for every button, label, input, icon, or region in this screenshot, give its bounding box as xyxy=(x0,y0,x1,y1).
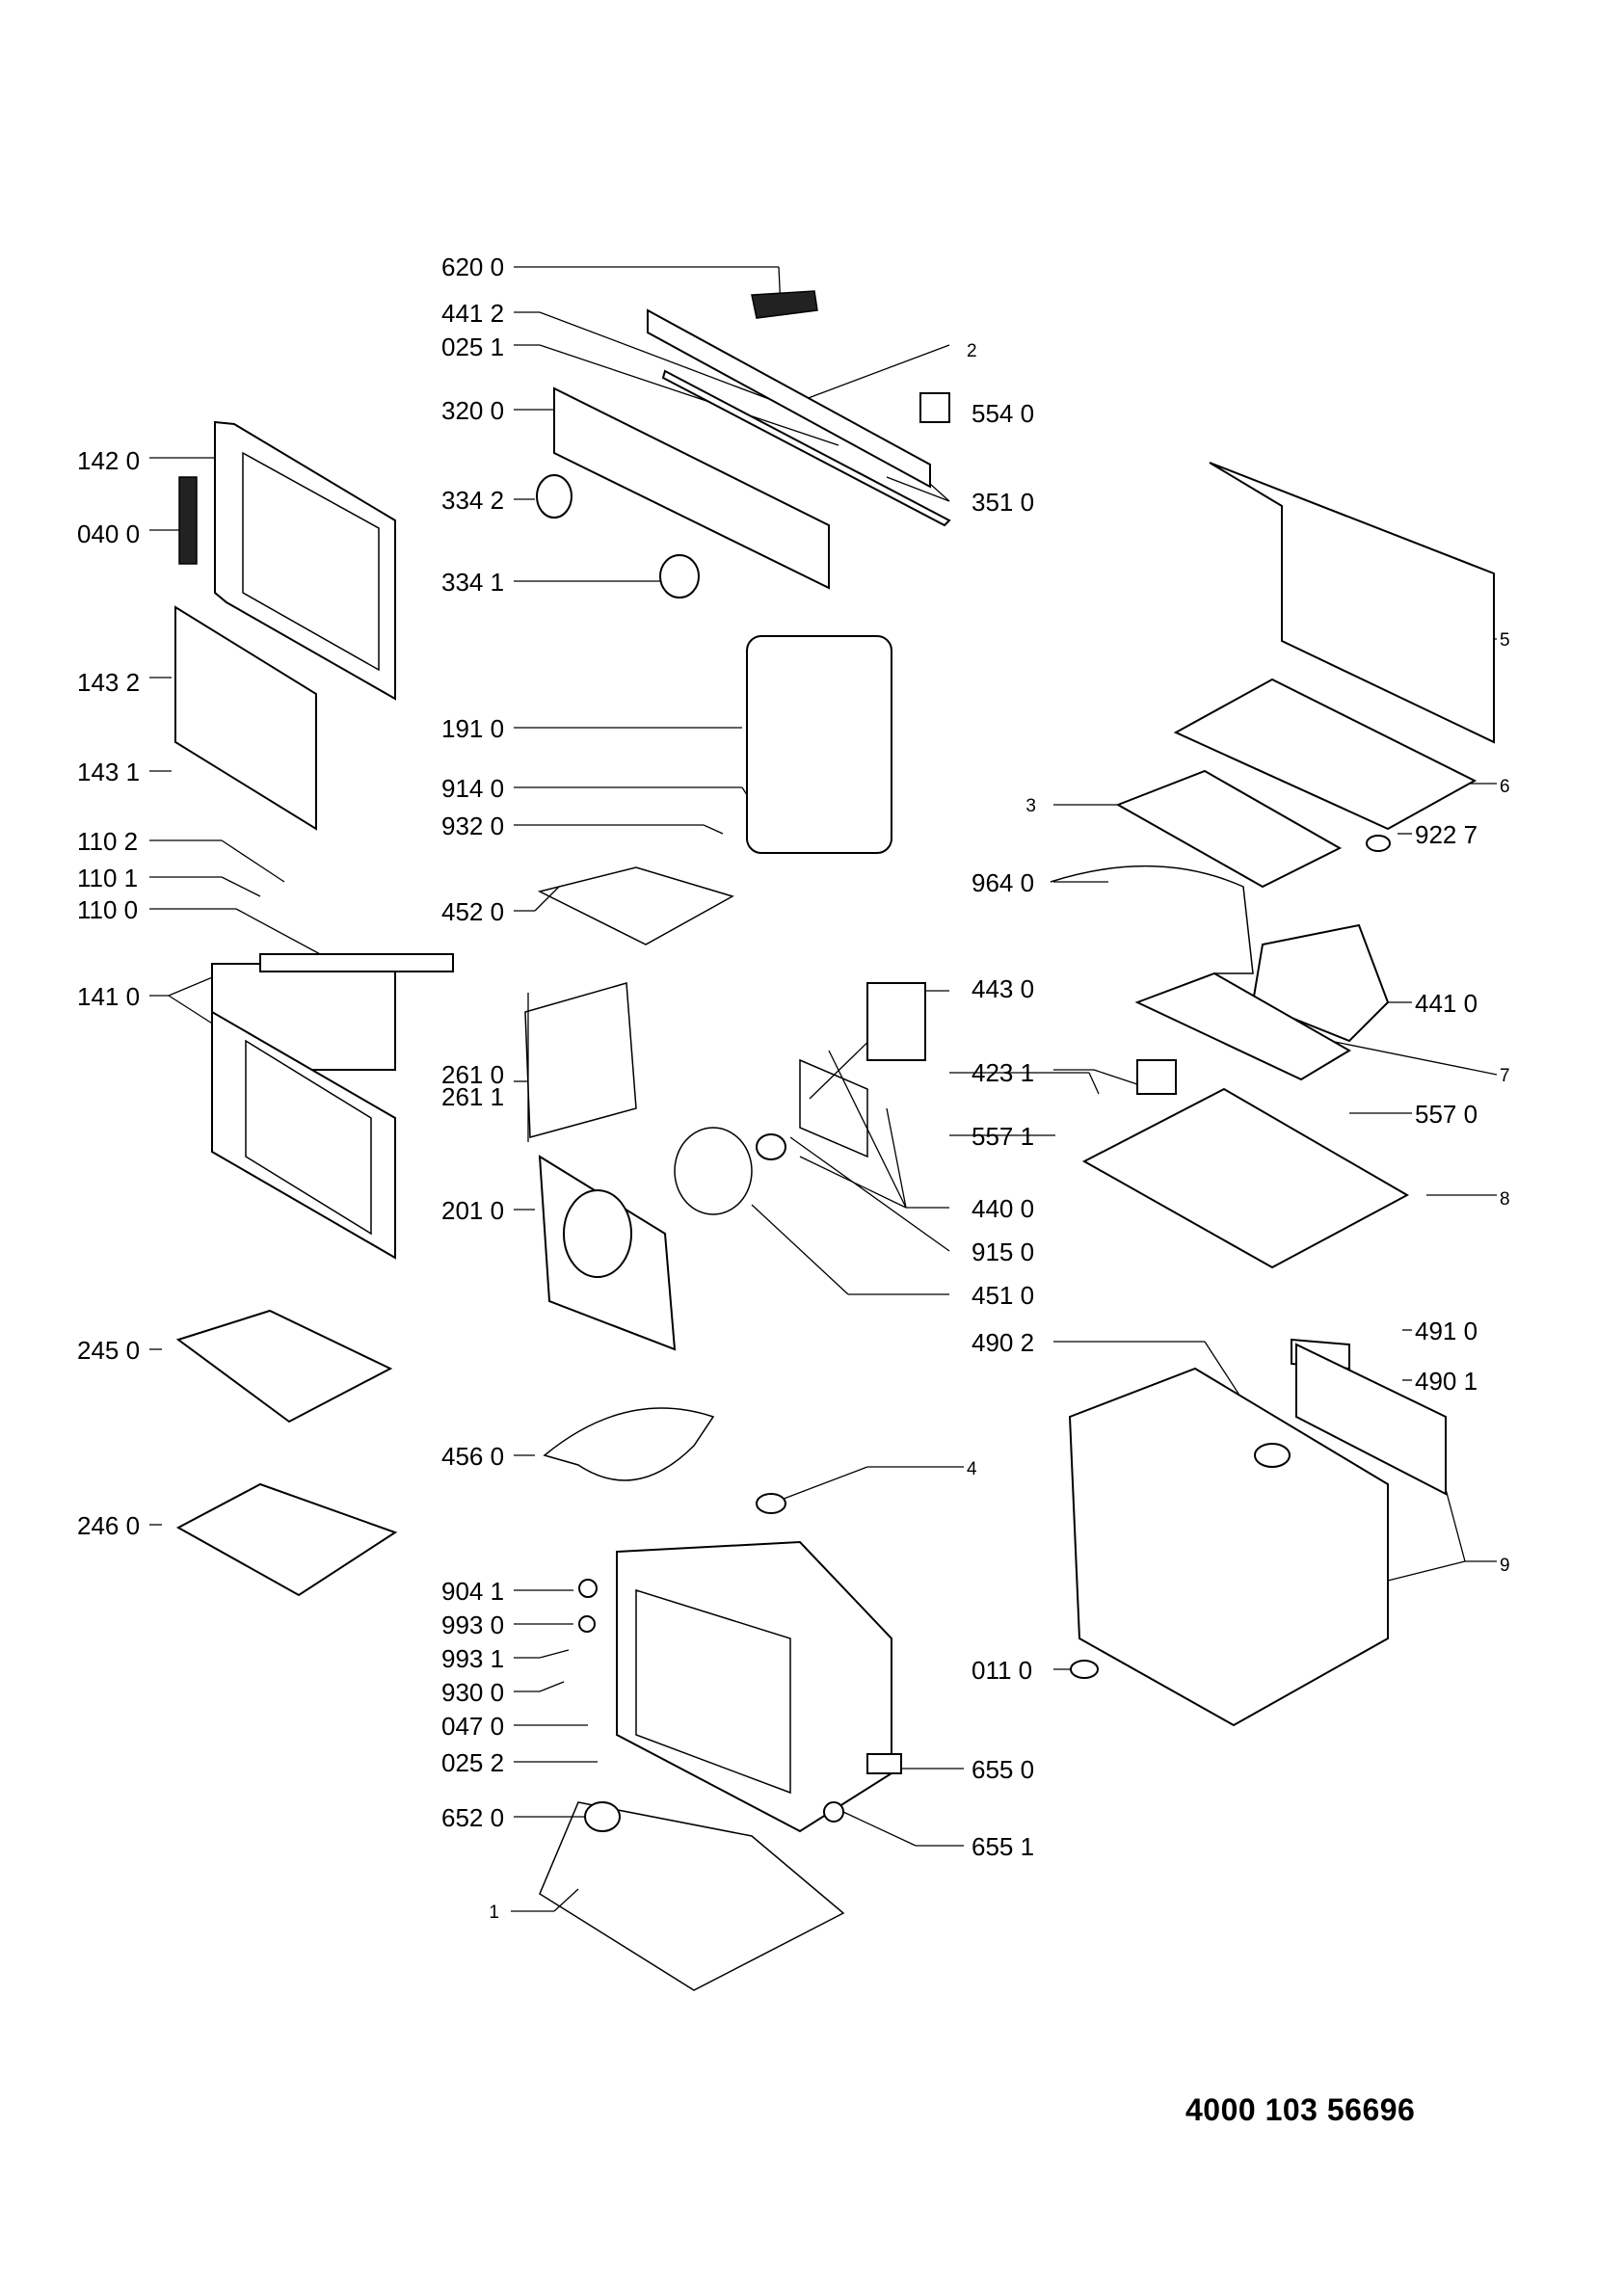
document-number: 4000 103 56696 xyxy=(1185,2092,1416,2127)
callout-label: 5 xyxy=(1500,630,1510,651)
callout-label: 110 0 xyxy=(77,895,138,924)
callout-label: 964 0 xyxy=(972,868,1034,897)
callout-label: 655 0 xyxy=(972,1755,1034,1784)
callout-label: 040 0 xyxy=(77,519,140,548)
callout-label: 652 0 xyxy=(441,1803,504,1832)
callout-label: 557 0 xyxy=(1415,1100,1478,1129)
callout-label: 554 0 xyxy=(972,399,1034,428)
callout-label: 490 2 xyxy=(972,1328,1034,1357)
callout-label: 1 xyxy=(489,1903,499,1923)
callout-label: 993 1 xyxy=(441,1644,504,1673)
callout-label: 440 0 xyxy=(972,1194,1034,1223)
callout-label: 6 xyxy=(1500,777,1510,797)
callout-label: 620 0 xyxy=(441,253,504,281)
callout-label: 915 0 xyxy=(972,1238,1034,1266)
callout-label: 4 xyxy=(967,1459,977,1479)
callout-label: 110 1 xyxy=(77,864,138,892)
callout-label: 2 xyxy=(967,341,977,361)
callout-label: 320 0 xyxy=(441,396,504,425)
callout-labels: 620 0 441 2 025 1 320 0 334 2 334 1 2 554 0 351 … xyxy=(77,253,1510,1923)
callout-label: 141 0 xyxy=(77,982,140,1011)
callout-label: 914 0 xyxy=(441,774,504,803)
callout-label: 261 1 xyxy=(441,1082,504,1111)
callout-label: 443 0 xyxy=(972,974,1034,1003)
callout-label: 930 0 xyxy=(441,1678,504,1707)
callout-label: 201 0 xyxy=(441,1196,504,1225)
oven-cavity xyxy=(539,1540,1099,1991)
callout-label: 246 0 xyxy=(77,1511,140,1540)
callout-label: 110 2 xyxy=(77,827,138,856)
callout-label: 245 0 xyxy=(77,1336,140,1365)
callout-label: 441 2 xyxy=(441,299,504,328)
callout-label: 334 2 xyxy=(441,486,504,515)
callout-label: 452 0 xyxy=(441,897,504,926)
callout-label: 334 1 xyxy=(441,568,504,597)
rear-top-panels xyxy=(1050,462,1495,1727)
callout-label: 423 1 xyxy=(972,1058,1034,1087)
callout-label: 8 xyxy=(1500,1189,1510,1210)
callout-label: 142 0 xyxy=(77,446,140,475)
callout-label: 655 1 xyxy=(972,1832,1034,1861)
callout-label: 025 2 xyxy=(441,1748,504,1777)
callout-label: 451 0 xyxy=(972,1281,1034,1310)
control-panel-assembly xyxy=(536,290,951,599)
callout-label: 3 xyxy=(1025,796,1036,816)
callout-label: 456 0 xyxy=(441,1442,504,1471)
callout-label: 993 0 xyxy=(441,1610,504,1639)
callout-label: 491 0 xyxy=(1415,1317,1478,1345)
callout-label: 261 0 xyxy=(441,1060,504,1089)
callout-label: 143 2 xyxy=(77,668,140,697)
door-assembly xyxy=(174,420,454,1597)
callout-label: 490 1 xyxy=(1415,1367,1478,1396)
callout-label: 7 xyxy=(1500,1066,1510,1086)
callout-label: 025 1 xyxy=(441,333,504,361)
callout-label: 9 xyxy=(1500,1556,1510,1576)
callout-label: 441 0 xyxy=(1415,989,1478,1018)
callout-label: 904 1 xyxy=(441,1577,504,1606)
callout-label: 143 1 xyxy=(77,758,140,786)
cavity-components xyxy=(524,635,926,1514)
callout-label: 351 0 xyxy=(972,488,1034,517)
callout-label: 047 0 xyxy=(441,1712,504,1741)
callout-label: 191 0 xyxy=(441,714,504,743)
callout-label: 011 0 xyxy=(972,1656,1032,1685)
callout-label: 557 1 xyxy=(972,1122,1034,1151)
callout-label: 932 0 xyxy=(441,812,504,840)
callout-label: 922 7 xyxy=(1415,820,1478,849)
